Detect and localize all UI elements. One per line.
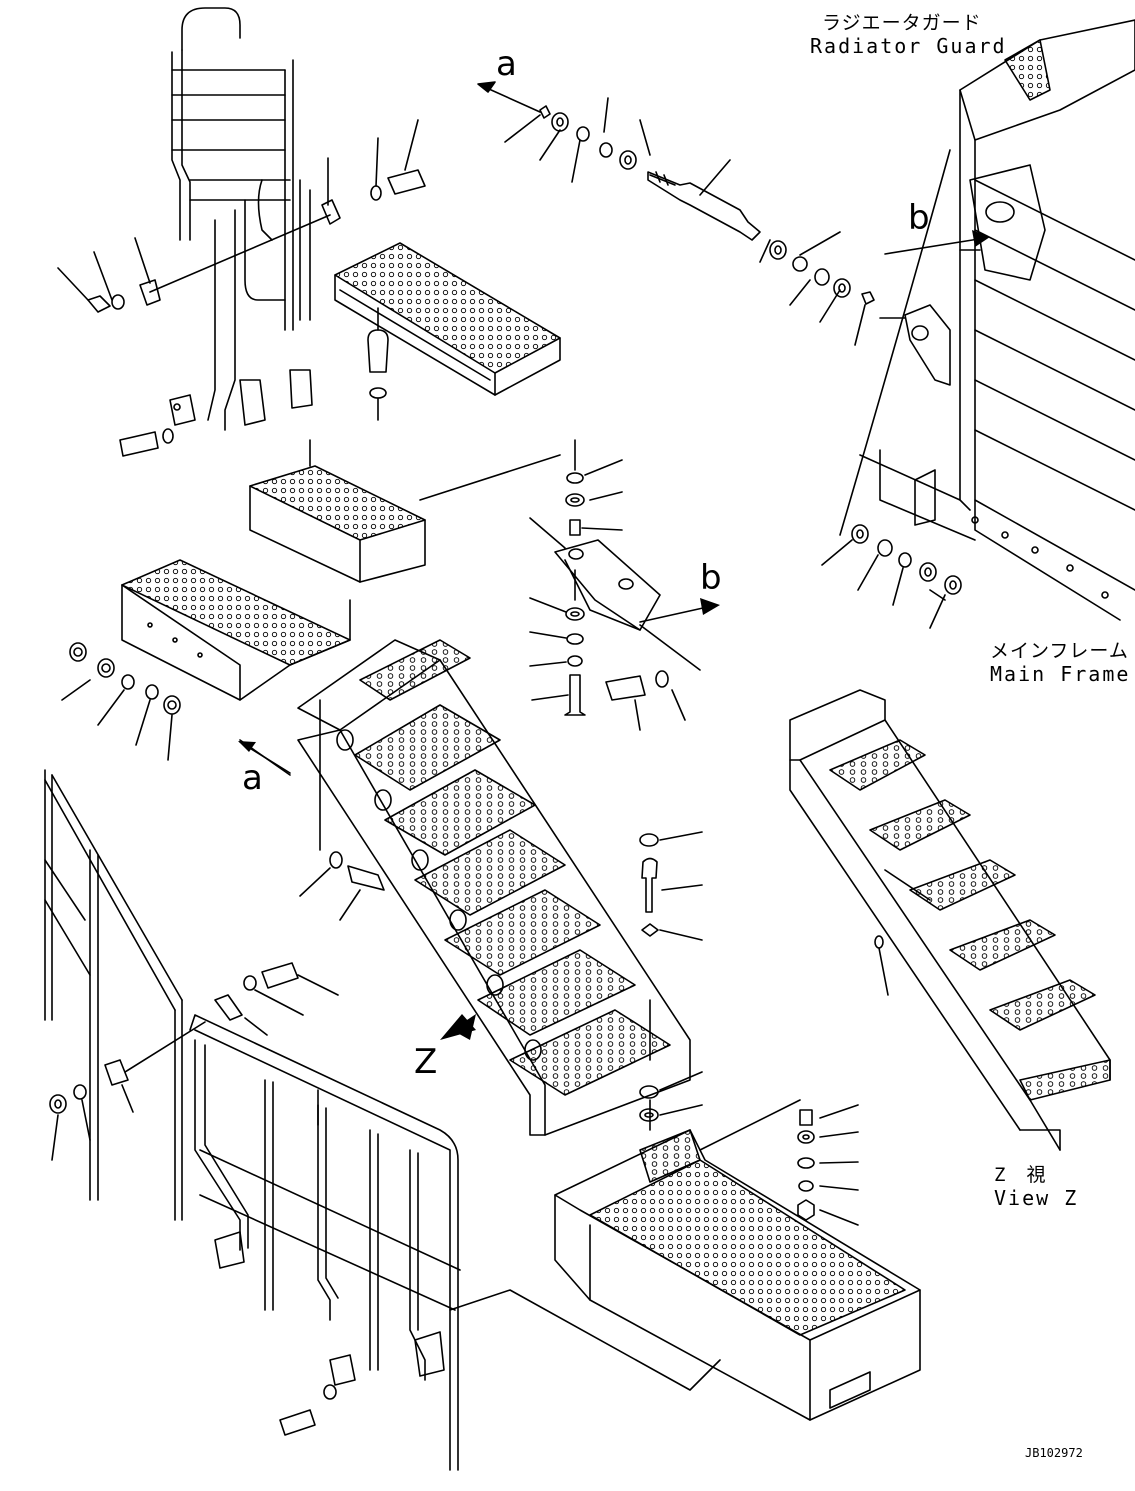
radiator-guard-label-jp: ラジエータガード — [822, 12, 982, 34]
bottom-platform — [449, 999, 921, 1421]
tie-rod-assembly — [477, 81, 875, 346]
arrow-a-lower-head — [238, 741, 256, 752]
arrow-b-upper-head — [972, 230, 990, 247]
middle-platform — [121, 439, 561, 701]
arrow-z-letter: Z — [414, 1042, 438, 1082]
bottom-right-fasteners — [797, 1104, 859, 1226]
lower-handrail — [44, 769, 461, 1471]
main-staircase — [297, 639, 691, 1136]
upper-left-fasteners — [57, 119, 426, 457]
upper-handrail — [169, 7, 313, 431]
bottom-center-fasteners — [639, 831, 703, 1122]
arrow-b-upper-letter: b — [908, 198, 930, 238]
arrow-b-lower-head — [700, 598, 720, 615]
arrow-a-lower-letter: a — [242, 758, 263, 798]
main-frame-label-jp: メインフレーム — [990, 640, 1129, 662]
view-z-side-view — [789, 689, 1111, 1151]
arrow-z-head — [440, 1014, 476, 1040]
center-bracket — [529, 439, 701, 731]
stair-bolts — [239, 699, 385, 921]
top-platform-step — [334, 242, 561, 421]
radiator-guard — [839, 19, 1135, 621]
main-frame-label-en: Main Frame — [990, 662, 1131, 686]
drawing-number: JB102972 — [1025, 1446, 1083, 1460]
middle-left-fasteners — [61, 642, 181, 761]
arrow-b-lower-letter: b — [700, 558, 722, 598]
view-z-label-jp: Z 視 — [994, 1164, 1047, 1186]
radiator-guard-label-en: Radiator Guard — [810, 34, 1007, 58]
view-z-label-en: View Z — [994, 1186, 1079, 1210]
lower-left-fasteners — [49, 962, 339, 1436]
arrow-a-upper-letter: a — [496, 44, 517, 84]
guard-side-fasteners — [821, 524, 962, 629]
